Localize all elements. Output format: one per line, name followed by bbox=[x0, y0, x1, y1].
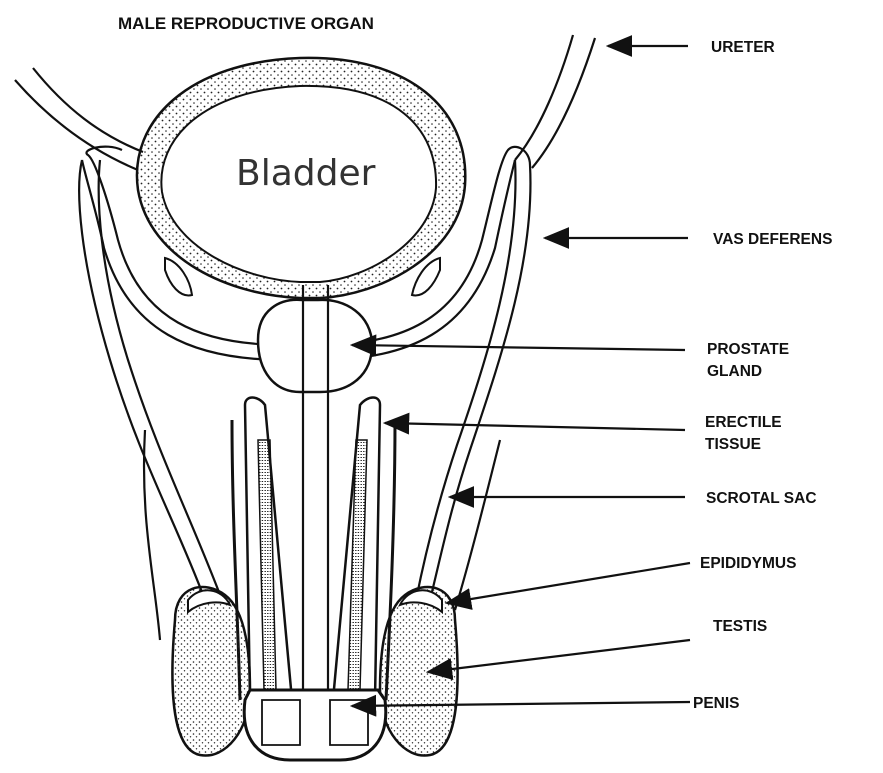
erectile-tissue bbox=[232, 398, 395, 701]
diagram-title: MALE REPRODUCTIVE ORGAN bbox=[118, 14, 374, 33]
label-erectile-line1: ERECTILE bbox=[705, 414, 782, 431]
label-vas-deferens: VAS DEFERENS bbox=[713, 231, 832, 248]
label-prostate-line2: GLAND bbox=[707, 363, 762, 380]
label-testis: TESTIS bbox=[713, 618, 767, 635]
epididymus-arrow bbox=[447, 563, 690, 603]
bladder-label: Bladder bbox=[236, 153, 376, 194]
label-erectile-line2: TISSUE bbox=[705, 436, 761, 453]
testis-arrow bbox=[428, 640, 690, 672]
label-ureter: URETER bbox=[711, 39, 775, 56]
label-scrotal-sac: SCROTAL SAC bbox=[706, 490, 817, 507]
label-prostate-line1: PROSTATE bbox=[707, 341, 789, 358]
erectile-arrow bbox=[385, 423, 685, 430]
bladder: Bladder bbox=[137, 58, 465, 298]
labels: URETER VAS DEFERENS PROSTATE GLAND ERECT… bbox=[693, 39, 832, 712]
label-penis: PENIS bbox=[693, 695, 740, 712]
label-epididymus: EPIDIDYMUS bbox=[700, 555, 796, 572]
penis bbox=[244, 690, 386, 760]
